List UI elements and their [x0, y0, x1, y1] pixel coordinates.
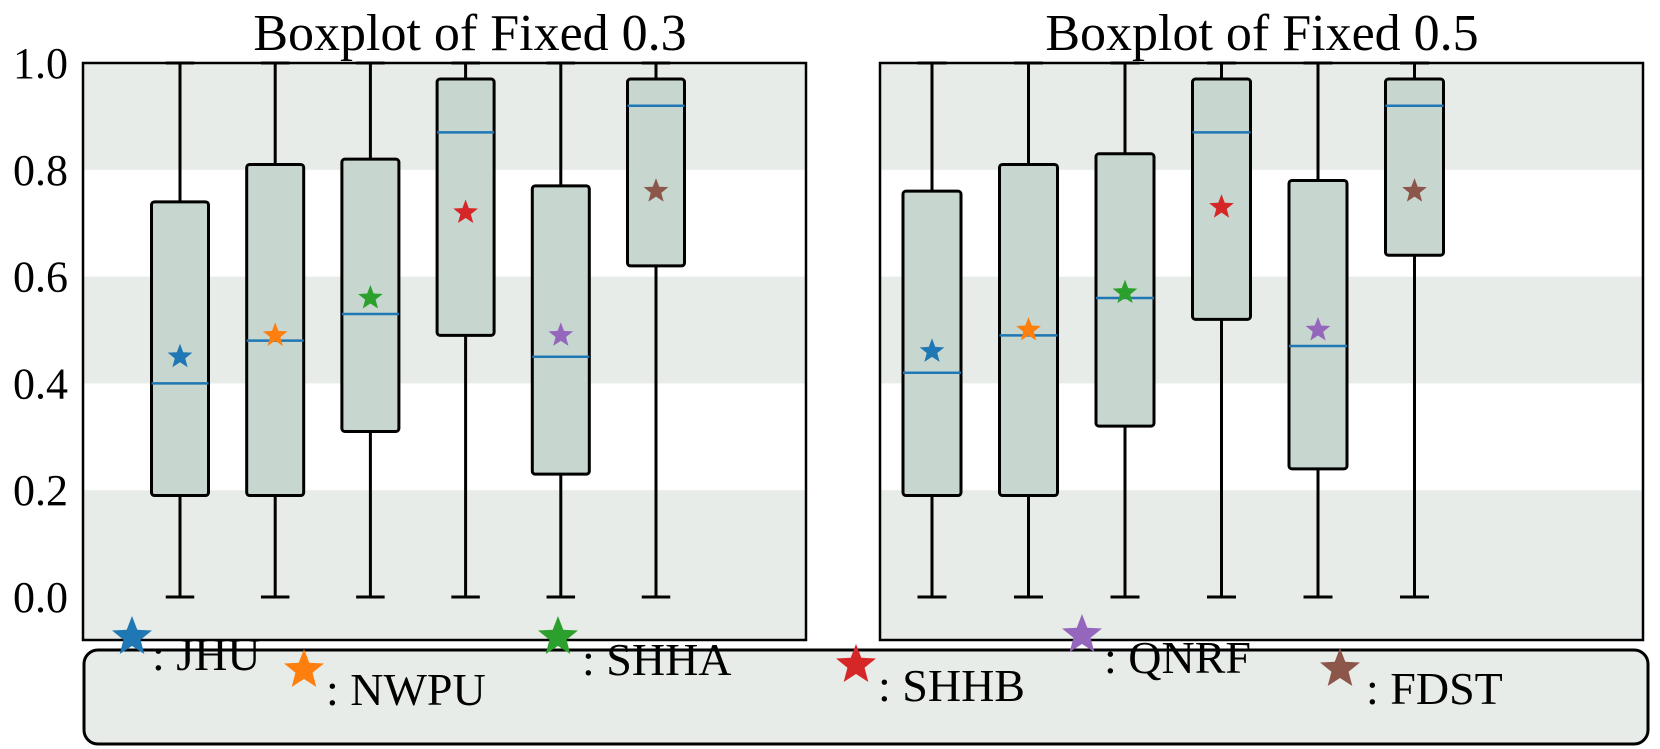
background-band	[83, 490, 806, 640]
legend-box	[82, 648, 1650, 746]
box-fdst	[1384, 61, 1445, 599]
mean-star	[167, 343, 193, 368]
box-nwpu	[998, 61, 1059, 599]
box-nwpu	[245, 61, 306, 599]
legend-star	[284, 649, 324, 687]
box-qnrf	[530, 61, 591, 599]
box-shha	[340, 61, 401, 599]
box-qnrf	[1287, 61, 1349, 599]
mean-star	[1209, 194, 1234, 218]
box-fdst	[626, 61, 686, 599]
panel-fixed-0-5: Boxplot of Fixed 0.5	[878, 5, 1645, 642]
y-tick-label: 0.2	[13, 466, 68, 515]
mean-star	[919, 338, 945, 362]
plot-frame	[878, 61, 1645, 642]
legend-label: : JHU	[152, 629, 261, 680]
plot-frame	[81, 61, 808, 642]
box-shha	[1094, 61, 1156, 599]
legend: : JHU : NWPU : SHHA : SHHB : QNRF : FDST	[82, 614, 1650, 746]
legend-star	[1062, 614, 1102, 652]
background-bands	[880, 63, 1643, 640]
legend-item-nwpu: : NWPU	[284, 649, 486, 715]
legend-star	[112, 616, 152, 654]
box-group	[901, 61, 1445, 599]
y-axis-ticks: 0.0 0.2 0.4 0.6 0.8 1.0	[13, 39, 68, 622]
mean-star	[643, 178, 669, 202]
background-band	[880, 490, 1643, 640]
y-tick-label: 0.8	[13, 146, 68, 195]
mean-star	[262, 322, 288, 346]
mean-star	[1305, 317, 1331, 341]
y-tick-label: 0.4	[13, 359, 68, 408]
panel-title: Boxplot of Fixed 0.5	[1045, 5, 1478, 62]
mean-star	[1402, 178, 1427, 202]
legend-item-shha: : SHHA	[538, 616, 732, 685]
panel-fixed-0-3: Boxplot of Fixed 0.3 0.0 0.2 0.4 0.6 0.8 1.0	[13, 5, 808, 642]
legend-star	[836, 644, 876, 682]
legend-item-qnrf: : QNRF	[1062, 614, 1251, 683]
mean-star	[548, 322, 574, 346]
legend-item-shhb: : SHHB	[836, 644, 1025, 711]
legend-label: : QNRF	[1104, 632, 1251, 683]
legend-item-fdst: : FDST	[1320, 648, 1503, 714]
mean-star	[453, 199, 478, 224]
background-band	[880, 276, 1643, 384]
y-tick-label: 0.0	[13, 573, 68, 622]
mean-star	[358, 284, 383, 309]
panel-title: Boxplot of Fixed 0.3	[253, 5, 686, 62]
box-shhb	[1191, 61, 1252, 599]
legend-label: : NWPU	[326, 664, 486, 715]
iqr-box	[626, 77, 686, 268]
legend-items: : JHU : NWPU : SHHA : SHHB : QNRF : FDST	[112, 614, 1503, 715]
box-shhb	[435, 61, 496, 599]
mean-star	[1016, 317, 1041, 341]
legend-label: : SHHA	[582, 634, 732, 685]
legend-label: : FDST	[1366, 663, 1503, 714]
box-jhu	[901, 61, 963, 599]
background-band	[880, 63, 1643, 170]
iqr-box	[1384, 77, 1445, 257]
legend-star	[1320, 648, 1360, 686]
y-tick-label: 0.6	[13, 253, 68, 302]
box-group	[150, 61, 686, 599]
legend-label: : SHHB	[878, 660, 1025, 711]
mean-star	[1112, 279, 1138, 304]
y-tick-label: 1.0	[13, 39, 68, 88]
box-jhu	[150, 61, 210, 599]
legend-star	[538, 616, 578, 654]
legend-item-jhu: : JHU	[112, 616, 261, 680]
